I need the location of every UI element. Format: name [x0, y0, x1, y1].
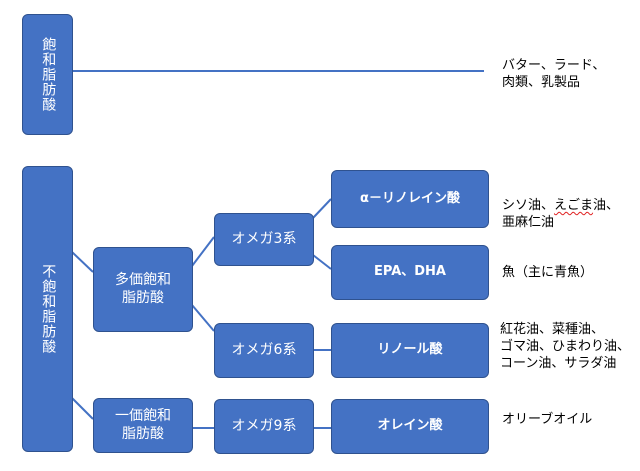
omega6-box: オメガ6系 — [214, 323, 314, 378]
connector-unsaturated-to-mono — [71, 397, 94, 420]
oleic-sources-text: オリーブオイル — [502, 412, 593, 427]
connector-poly-to-omega6 — [191, 304, 215, 332]
epa-dha-box: EPA、DHA — [331, 245, 489, 300]
connector-omega3-to-epa — [312, 254, 332, 270]
unsaturated-fatty-acid-box: 不飽和脂肪酸 — [22, 166, 73, 452]
alpha-linolenic-acid-box: α－リノレイン酸 — [331, 170, 489, 228]
alpha-linolenic-sources-part2: 油、 亜麻仁油 — [502, 197, 620, 230]
linoleic-sources-text: 紅花油、菜種油、 ゴマ油、ひまわり油、 コーン油、サラダ油 — [500, 322, 631, 371]
saturated-sources-text: バター、ラード、 肉類、乳製品 — [502, 58, 606, 90]
spellcheck-underlined-word: えごま — [554, 197, 594, 213]
connector-omega3-to-alpha — [312, 198, 332, 219]
connector-unsaturated-to-poly — [71, 251, 94, 273]
alpha-linolenic-sources-text: シソ油、えごま油、 亜麻仁油 — [502, 181, 619, 232]
connector-poly-to-omega3 — [191, 236, 215, 267]
monounsaturated-fatty-acid-box: 一価飽和 脂肪酸 — [93, 398, 193, 453]
polyunsaturated-fatty-acid-box: 多価飽和 脂肪酸 — [93, 247, 193, 332]
epa-dha-sources-text: 魚（主に青魚） — [502, 265, 594, 280]
alpha-linolenic-sources-part1: シソ油、 — [502, 197, 555, 213]
saturated-fatty-acid-box: 飽和脂肪酸 — [22, 14, 73, 135]
omega9-box: オメガ9系 — [214, 399, 314, 454]
linoleic-acid-box: リノール酸 — [331, 323, 489, 378]
oleic-acid-box: オレイン酸 — [331, 399, 489, 454]
omega3-box: オメガ3系 — [214, 213, 314, 266]
